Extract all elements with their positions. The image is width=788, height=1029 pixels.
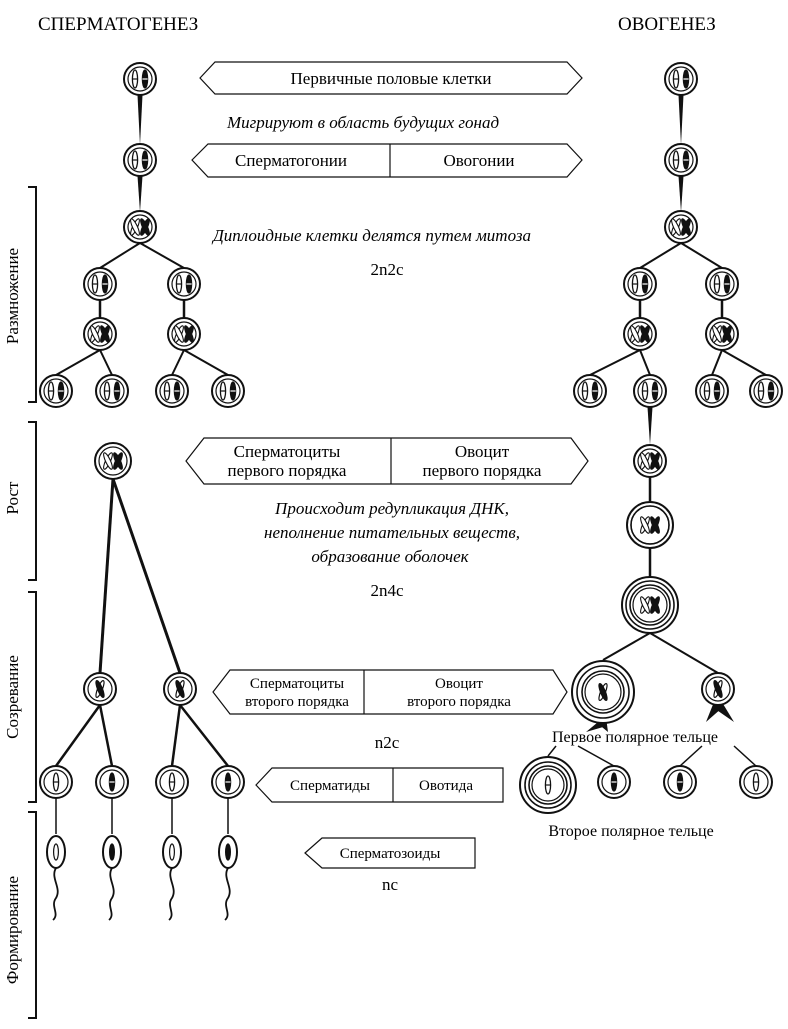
box-second-order: Сперматоциты второго порядка Овоцит втор… xyxy=(212,669,568,715)
note-mitosis: Диплоидные клетки делятся путем митоза xyxy=(211,226,531,245)
spermatozoon-3 xyxy=(162,835,182,921)
stage-formation: Формирование xyxy=(3,876,22,984)
stage-growth: Рост xyxy=(3,481,22,515)
oo-gonium-cell-3-1 xyxy=(573,374,607,408)
note-growth-2: неполнение питательных веществ, xyxy=(264,523,520,542)
box-spermatocytes1-line2: первого порядка xyxy=(228,461,347,480)
sperm-spermatogonium-cell xyxy=(123,143,157,177)
sperm-spermatid-cell-1 xyxy=(39,765,73,799)
note-second-polar-body: Второе полярное тельце xyxy=(548,823,713,840)
sperm-gonium-cell-3-4 xyxy=(211,374,245,408)
sperm-gonium-cell-3-1 xyxy=(39,374,73,408)
note-growth-3: образование оболочек xyxy=(311,547,469,566)
formula-nc: nc xyxy=(382,875,399,894)
oo-polar-body-cell-c xyxy=(739,765,773,799)
oo-mitosis-cell-2a xyxy=(623,317,657,351)
box-spermatids: Сперматиды Овотида xyxy=(255,767,504,803)
note-first-polar-body: Первое полярное тельце xyxy=(552,729,718,746)
oo-gonium-cell-3-4 xyxy=(749,374,783,408)
box-oocyte2-line2: второго порядка xyxy=(407,694,511,710)
oo-gonium-cell-2b xyxy=(705,267,739,301)
oogenesis-header: ОВОГЕНЕЗ xyxy=(618,14,716,35)
box-oocyte1-line2: первого порядка xyxy=(423,461,542,480)
oo-oocyte1-cell-growing xyxy=(626,501,674,549)
box-gonia: Сперматогонии Овогонии xyxy=(191,143,583,178)
formula-n2c: n2c xyxy=(375,733,400,752)
sperm-spermatid-cell-3 xyxy=(155,765,189,799)
stage-maturation: Созревание xyxy=(3,655,22,739)
box-spermatids-label: Сперматиды xyxy=(290,778,370,794)
oo-gonium-cell-2a xyxy=(623,267,657,301)
sperm-gonium-cell-2a xyxy=(83,267,117,301)
spermatozoon-4 xyxy=(218,835,238,921)
oo-oogonium-cell xyxy=(664,143,698,177)
box-primary-label: Первичные половые клетки xyxy=(291,69,492,88)
oo-mitosis-cell-1 xyxy=(664,210,698,244)
sperm-spermatid-cell-2 xyxy=(95,765,129,799)
box-ootid-label: Овотида xyxy=(419,778,473,794)
box-first-order: Сперматоциты первого порядка Овоцит перв… xyxy=(185,437,589,485)
sperm-mitosis-cell-2a xyxy=(83,317,117,351)
stage-brackets xyxy=(28,186,37,1019)
oo-primary-cell xyxy=(664,62,698,96)
box-spermatocytes2-line2: второго порядка xyxy=(245,694,349,710)
formula-2n4c: 2n4c xyxy=(370,581,404,600)
box-oocyte1-line1: Овоцит xyxy=(455,442,510,461)
sperm-spermatocyte1-cell xyxy=(94,442,132,480)
oo-oocyte2-cell xyxy=(571,660,635,724)
lineage-lines xyxy=(54,95,767,834)
note-growth-1: Происходит редупликация ДНК, xyxy=(274,499,509,518)
oo-gonium-cell-3-2 xyxy=(633,374,667,408)
spermatozoon-2 xyxy=(102,835,122,921)
box-primary-cells: Первичные половые клетки xyxy=(199,61,583,95)
sperm-spermatocyte2-cell-b xyxy=(163,672,197,706)
oo-ootid-cell xyxy=(519,756,577,814)
oo-second-polar-body-cell xyxy=(597,765,631,799)
oo-polar-body-cell-b xyxy=(663,765,697,799)
box-spermatozoa: Сперматозоиды xyxy=(304,837,476,869)
box-oogonia-label: Овогонии xyxy=(443,151,514,170)
oo-mitosis-cell-2b xyxy=(705,317,739,351)
oo-gonium-cell-3-3 xyxy=(695,374,729,408)
stage-reproduction: Размножение xyxy=(3,248,22,344)
sperm-mitosis-cell-1 xyxy=(123,210,157,244)
box-spermatocytes2-line1: Сперматоциты xyxy=(250,676,344,692)
box-spermatozoa-label: Сперматозоиды xyxy=(340,846,441,862)
sperm-spermatocyte2-cell-a xyxy=(83,672,117,706)
box-spermatocytes1-line1: Сперматоциты xyxy=(234,442,341,461)
spermatogenesis-header: СПЕРМАТОГЕНЕЗ xyxy=(38,14,198,35)
sperm-gonium-cell-3-3 xyxy=(155,374,189,408)
note-migrate: Мигрируют в область будущих гонад xyxy=(226,113,500,132)
sperm-spermatid-cell-4 xyxy=(211,765,245,799)
oo-oocyte1-cell-small xyxy=(633,444,667,478)
sperm-gonium-cell-3-2 xyxy=(95,374,129,408)
formula-2n2c: 2n2c xyxy=(370,260,404,279)
spermatozoon-1 xyxy=(46,835,66,921)
sperm-gonium-cell-2b xyxy=(167,267,201,301)
sperm-primary-cell xyxy=(123,62,157,96)
box-spermatogonia-label: Сперматогонии xyxy=(235,151,347,170)
oo-oocyte1-cell-mature xyxy=(621,576,679,634)
oo-first-polar-body-cell xyxy=(701,672,735,706)
cells-layer xyxy=(39,62,783,921)
sperm-mitosis-cell-2b xyxy=(167,317,201,351)
box-oocyte2-line1: Овоцит xyxy=(435,676,483,692)
